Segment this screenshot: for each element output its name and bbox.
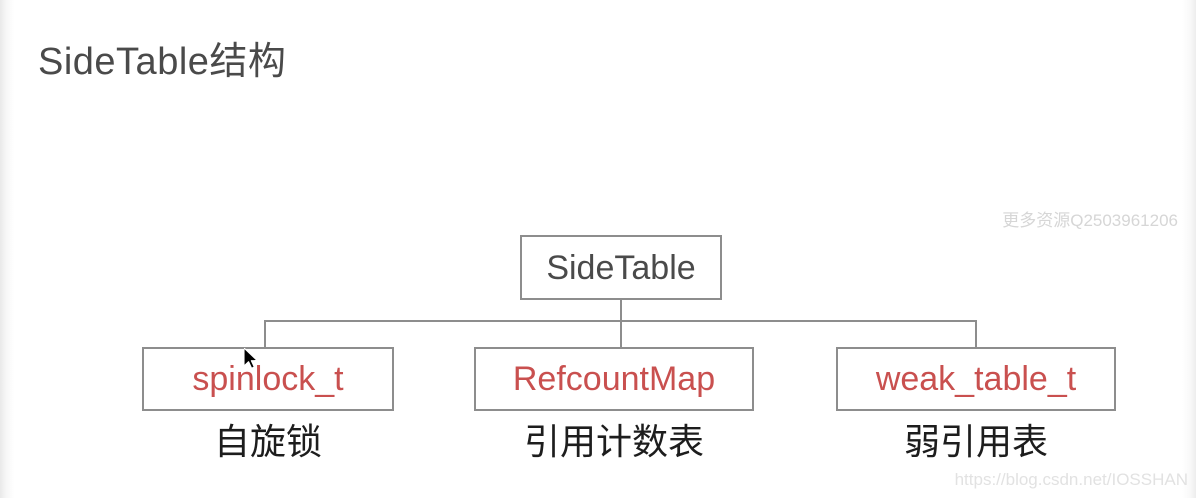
caption-weak-table-t: 弱引用表 xyxy=(903,421,1048,462)
node-sidetable[interactable]: SideTable xyxy=(520,235,722,300)
caption-refcountmap: 引用计数表 xyxy=(523,421,704,462)
node-spinlock-t[interactable]: spinlock_t xyxy=(142,347,394,411)
connector-drop-spinlock xyxy=(264,320,266,347)
node-weak-table-t[interactable]: weak_table_t xyxy=(836,347,1116,411)
node-refcountmap-label: RefcountMap xyxy=(512,360,716,398)
connector-drop-weaktable xyxy=(975,320,977,347)
node-weak-table-t-label: weak_table_t xyxy=(875,360,1077,398)
connector-drop-refcountmap xyxy=(620,320,622,347)
caption-spinlock-t: 自旋锁 xyxy=(213,421,322,462)
node-spinlock-t-label: spinlock_t xyxy=(192,360,344,398)
node-refcountmap[interactable]: RefcountMap xyxy=(474,347,754,411)
connector-root-stem xyxy=(620,300,622,322)
node-sidetable-label: SideTable xyxy=(546,248,696,287)
page-title: SideTable结构 xyxy=(38,41,287,83)
